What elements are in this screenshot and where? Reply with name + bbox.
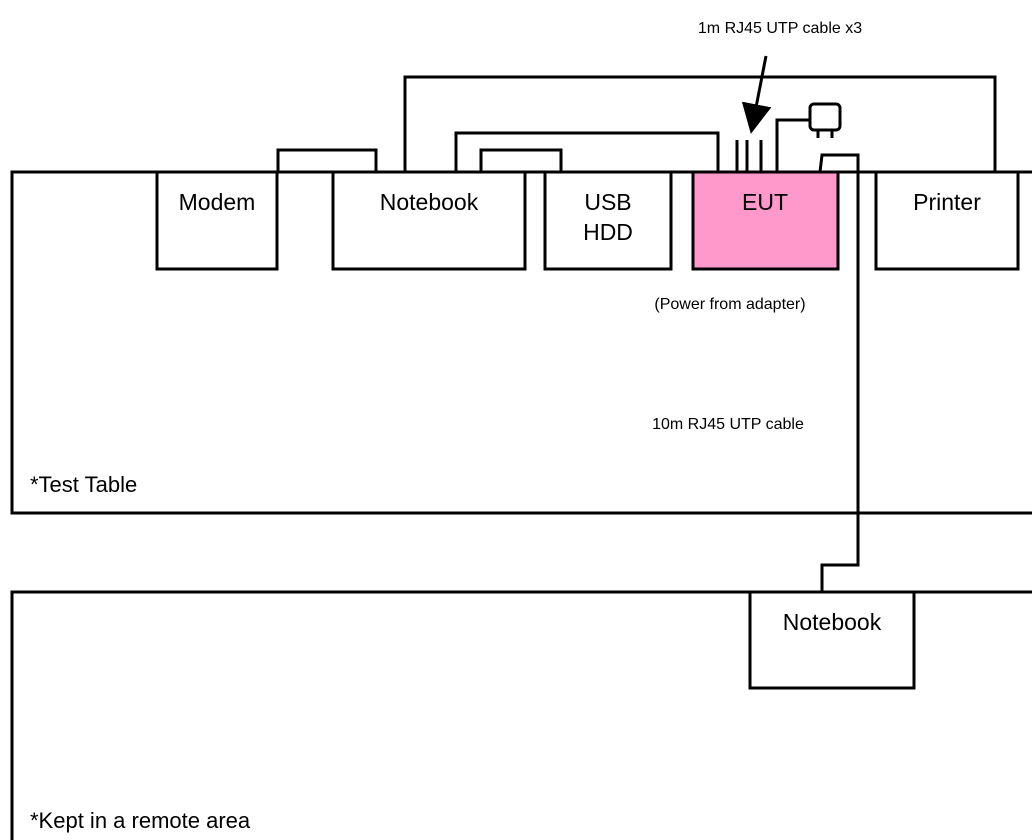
modem-box [155,170,279,271]
eut-label: EUT [742,189,788,215]
power-label: (Power from adapter) [654,296,805,313]
power-adapter-cable [775,118,810,172]
test-table-label: *Test Table [30,472,137,497]
usb-hdd-label-line1: USB [584,189,631,215]
modem-label: Modem [179,189,256,215]
cable-10m-label: 10m RJ45 UTP cable [652,416,804,433]
rj45-10m-cable [818,153,860,592]
remote-area-label: *Kept in a remote area [30,808,251,833]
remote-area-outline [10,590,1032,840]
usb-hdd-cable [479,148,563,172]
remote-notebook-box [748,590,916,690]
notebook-box [331,170,527,271]
power-adapter-plug-icon [808,102,842,138]
notebook-usb-cable [454,131,720,172]
printer-box [874,170,1020,271]
notebook-printer-cable [403,75,997,172]
eut-box [691,170,840,271]
usb-hdd-box [543,170,673,271]
usb-hdd-label-line2: HDD [583,219,633,245]
printer-label: Printer [913,189,981,215]
pointer-arrow-icon [741,55,772,134]
cable-1m-label: 1m RJ45 UTP cable x3 [698,20,862,37]
notebook-label: Notebook [380,189,479,215]
remote-notebook-label: Notebook [783,609,882,635]
modem-notebook-cable [276,148,378,172]
